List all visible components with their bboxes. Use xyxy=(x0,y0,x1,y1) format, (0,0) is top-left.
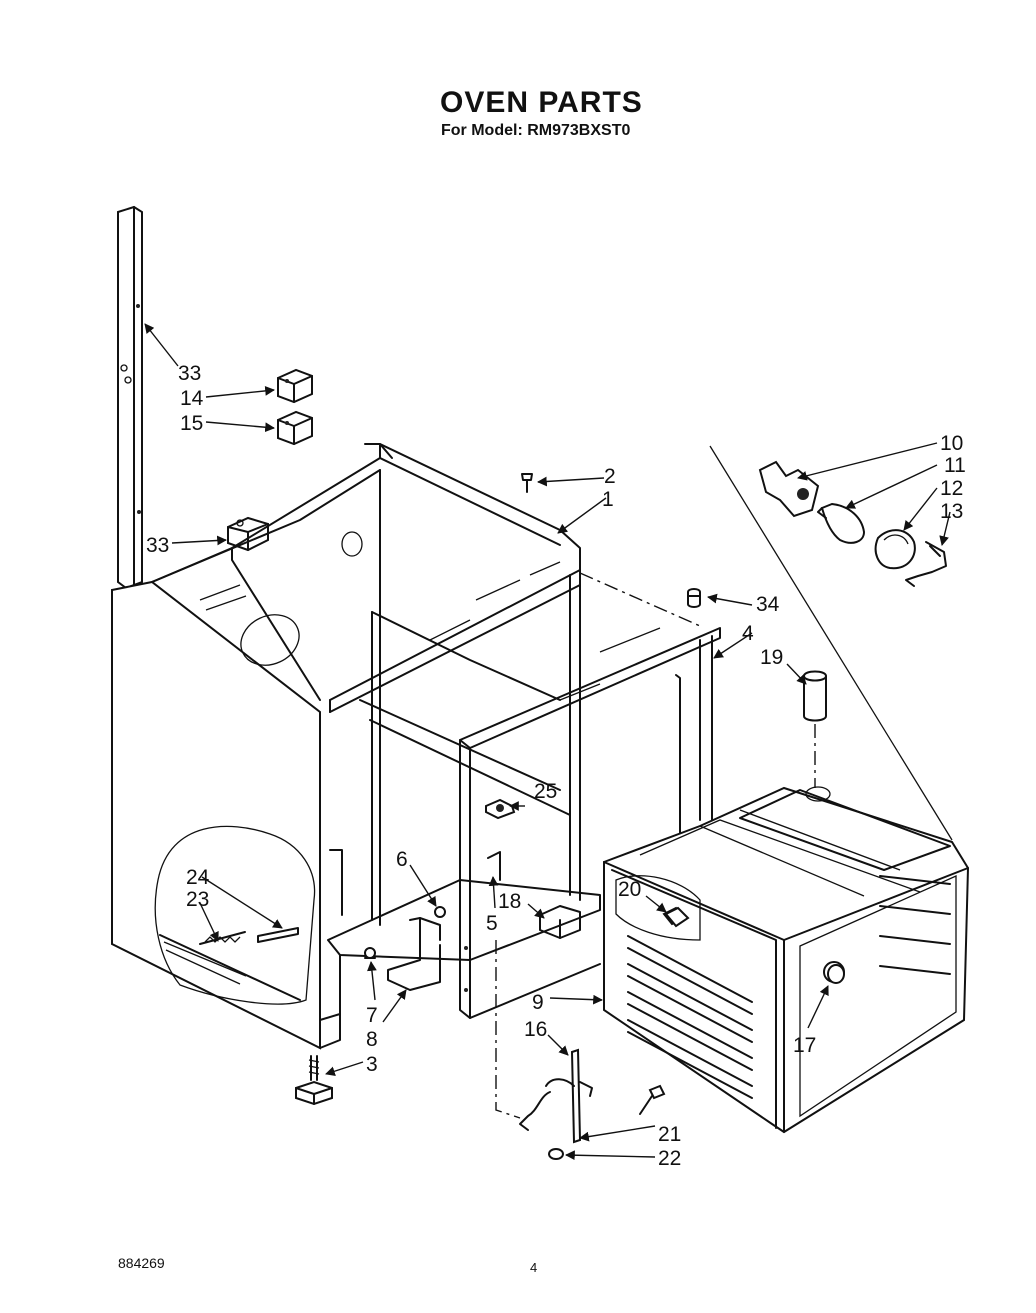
light-assembly-leader xyxy=(709,445,953,841)
callout-11: 11 xyxy=(944,454,966,477)
part-9-oven-cavity xyxy=(603,786,970,1134)
callout-1: 1 xyxy=(602,488,614,511)
callout-6: 6 xyxy=(396,848,408,871)
callout-22: 22 xyxy=(658,1147,681,1170)
part-1-cabinet xyxy=(111,443,601,1050)
callout-20: 20 xyxy=(618,878,641,901)
callout-34: 34 xyxy=(756,593,780,616)
callout-3: 3 xyxy=(366,1053,378,1076)
part-11-light-bulb xyxy=(817,502,866,544)
part-33-thermostat xyxy=(227,516,269,552)
part-4-front-frame xyxy=(459,627,721,1019)
callout-12: 12 xyxy=(940,477,963,500)
part-34-plug xyxy=(687,588,701,608)
callout-arrows xyxy=(144,323,951,1161)
part-3-leveling-leg xyxy=(295,1055,333,1106)
callout-26: 33 xyxy=(178,362,201,385)
callout-2: 2 xyxy=(604,465,616,488)
part-6-igniter xyxy=(434,906,446,918)
part-8-bracket xyxy=(387,917,441,991)
page-title: OVEN PARTS xyxy=(440,86,643,119)
callout-16: 16 xyxy=(524,1018,547,1041)
frame-alignment-line xyxy=(579,572,701,627)
callout-19: 19 xyxy=(760,646,783,669)
part-25-valve xyxy=(485,798,516,820)
callout-17: 17 xyxy=(793,1034,816,1057)
part-19-vent-tube xyxy=(803,670,827,788)
callout-14: 14 xyxy=(180,387,204,410)
model-subtitle: For Model: RM973BXST0 xyxy=(441,122,631,139)
callout-25: 25 xyxy=(534,780,557,803)
callout-9: 9 xyxy=(532,991,544,1014)
part-22-washer xyxy=(548,1148,564,1160)
document-number: 884269 xyxy=(118,1255,165,1271)
callout-15: 15 xyxy=(180,412,203,435)
callout-23: 23 xyxy=(186,888,209,911)
callout-4: 4 xyxy=(742,622,754,645)
page-number: 4 xyxy=(530,1260,538,1275)
part-16-latch xyxy=(495,940,593,1144)
callout-33: 33 xyxy=(146,534,169,557)
callout-8: 8 xyxy=(366,1028,378,1051)
part-15-switch xyxy=(277,410,313,446)
part-10-light-socket xyxy=(758,460,820,518)
part-20-clip xyxy=(664,906,690,928)
part-13-lens-clip xyxy=(905,541,947,587)
part-2-screw xyxy=(521,473,533,493)
part-5-18-bracket xyxy=(487,851,581,939)
callout-7: 7 xyxy=(366,1004,378,1027)
callout-24: 24 xyxy=(186,866,210,889)
callout-labels: 33 14 15 33 2 1 34 4 19 10 11 12 13 25 6… xyxy=(146,362,966,1170)
part-7-bushing xyxy=(364,947,376,959)
callout-5: 5 xyxy=(486,912,498,935)
callout-10: 10 xyxy=(940,432,963,455)
part-26-front-rail xyxy=(117,205,143,590)
callout-18: 18 xyxy=(498,890,521,913)
part-17-light-cover xyxy=(827,964,845,984)
callout-13: 13 xyxy=(940,500,963,523)
part-12-light-lens xyxy=(874,529,916,570)
part-21-screw xyxy=(639,1084,666,1115)
part-14-switch xyxy=(277,368,313,404)
callout-21: 21 xyxy=(658,1123,681,1146)
